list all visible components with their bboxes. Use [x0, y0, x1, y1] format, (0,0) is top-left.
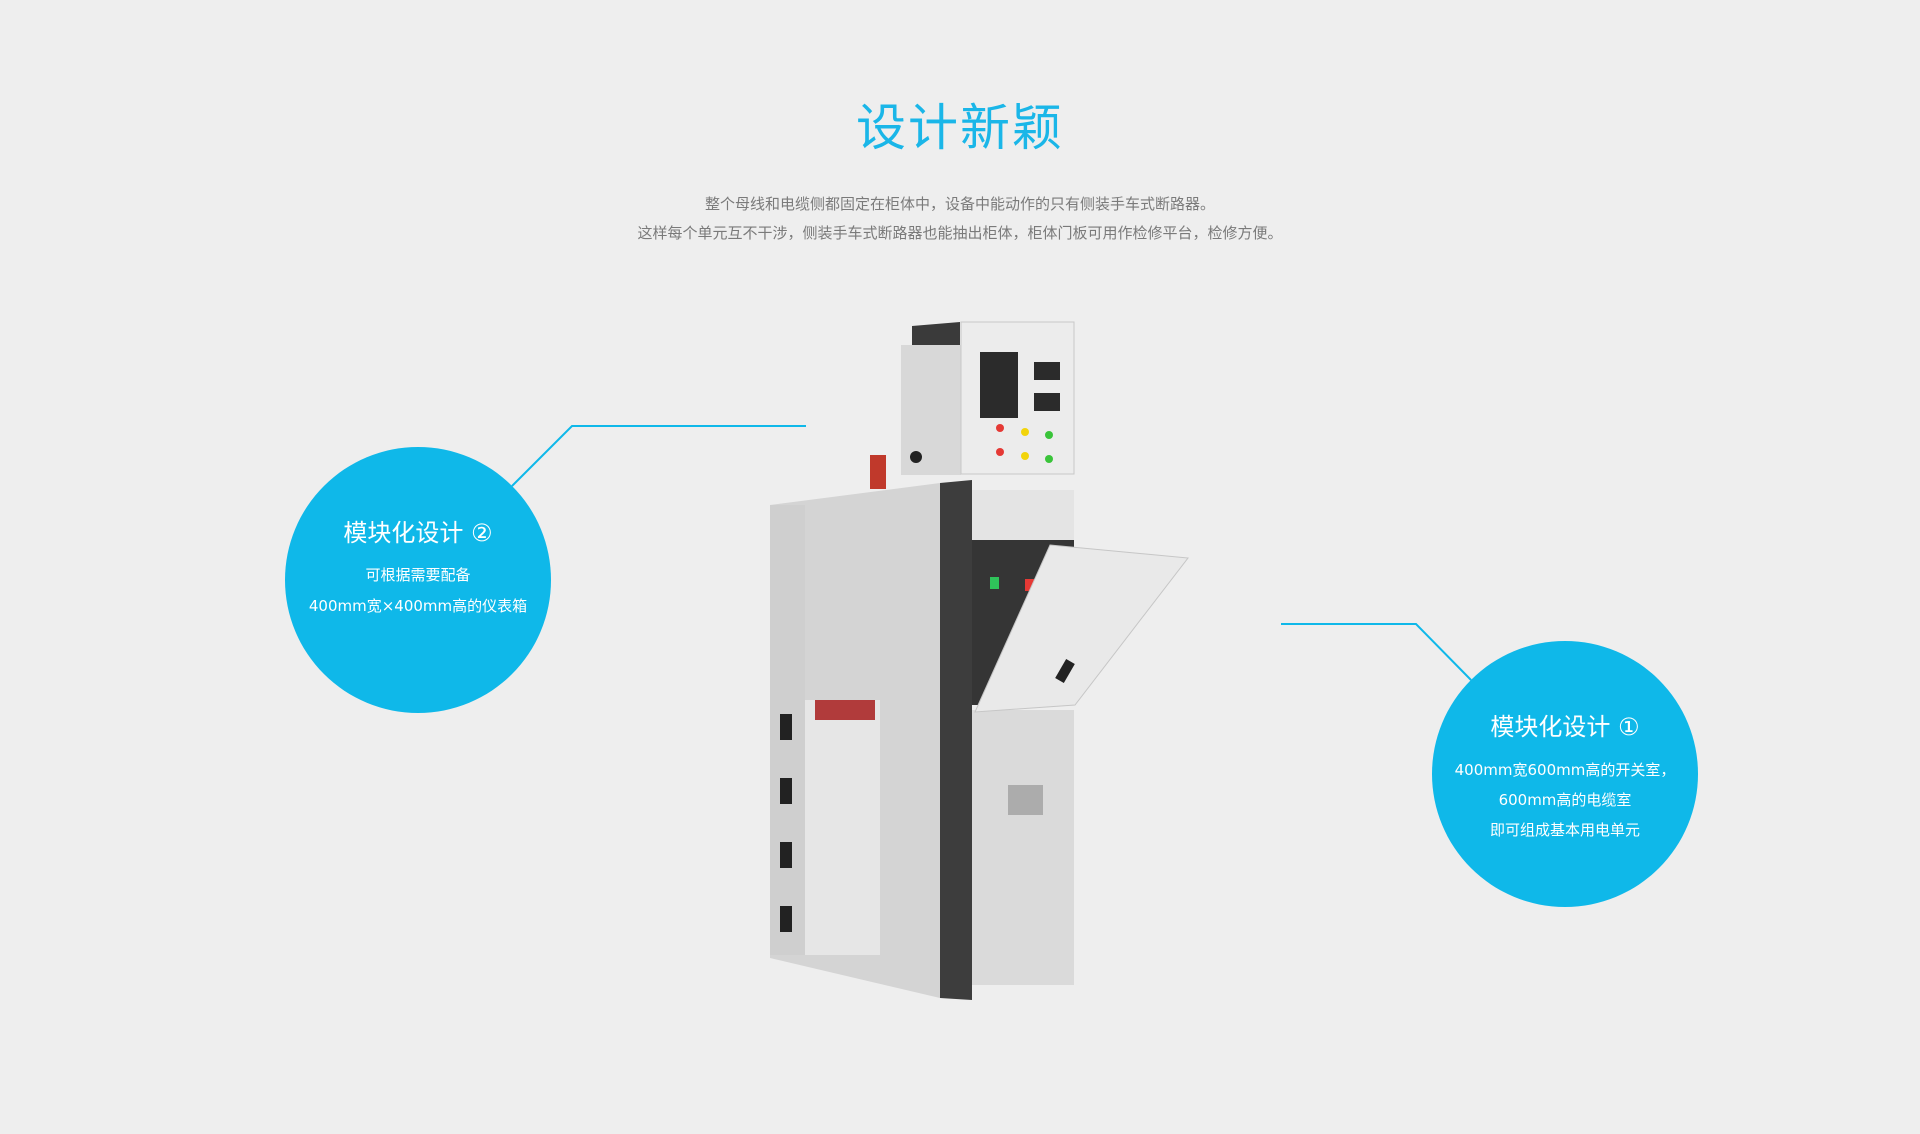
callout-line-right	[1281, 623, 1472, 681]
switchgear-cabinet-image	[770, 321, 1189, 1000]
callout-modular-design-2: 模块化设计 ② 可根据需要配备 400mm宽×400mm高的仪表箱	[285, 447, 551, 713]
callout-line: 400mm宽×400mm高的仪表箱	[308, 597, 528, 615]
section-title: 设计新颖	[856, 99, 1064, 157]
callout-line: 即可组成基本用电单元	[1489, 821, 1640, 839]
callout-line: 600mm高的电缆室	[1498, 791, 1632, 809]
callout-title: 模块化设计 ②	[343, 519, 493, 547]
callout-line-left	[511, 425, 806, 487]
callout-title: 模块化设计 ①	[1490, 713, 1640, 741]
callout-modular-design-1: 模块化设计 ① 400mm宽600mm高的开关室， 600mm高的电缆室 即可组…	[1432, 641, 1698, 907]
description-line-1: 整个母线和电缆侧都固定在柜体中，设备中能动作的只有侧装手车式断路器。	[704, 195, 1215, 213]
callout-line: 400mm宽600mm高的开关室，	[1454, 761, 1676, 779]
description-line-2: 这样每个单元互不干涉，侧装手车式断路器也能抽出柜体，柜体门板可用作检修平台，检修…	[637, 224, 1283, 242]
callout-line: 可根据需要配备	[365, 566, 471, 584]
